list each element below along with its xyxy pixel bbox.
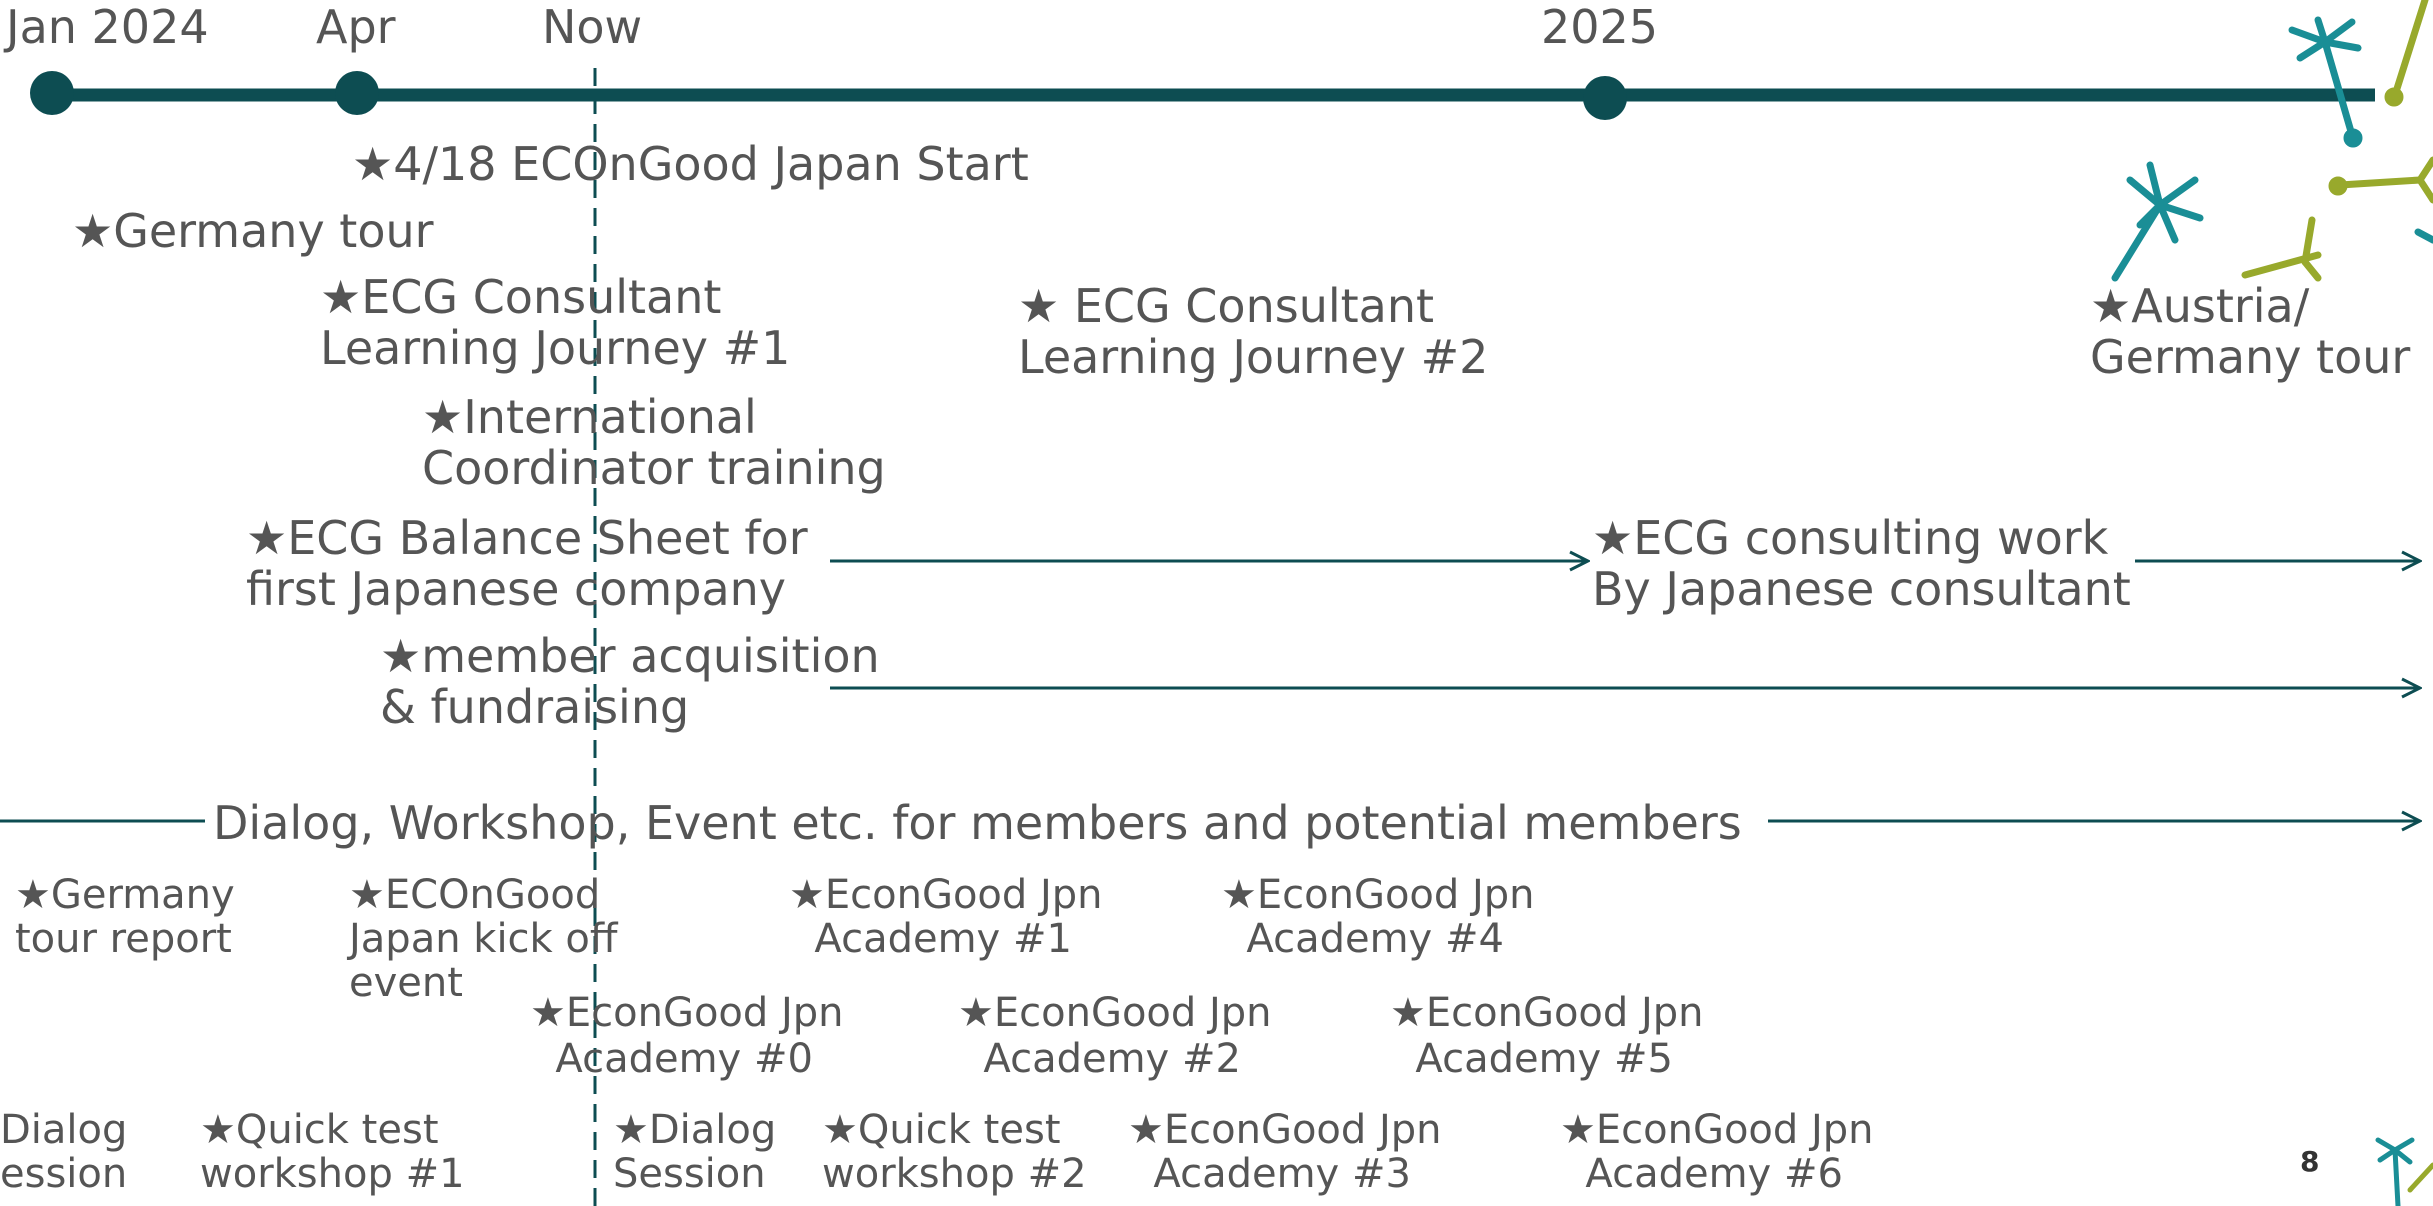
milestone-international-coordinator-training: ★International Coordinator training: [422, 390, 886, 495]
event-academy-5: ★EconGood Jpn Academy #5: [1390, 990, 1704, 1082]
event-academy-1: ★EconGood Jpn Academy #1: [789, 872, 1103, 962]
milestone-dialog-workshop: Dialog, Workshop, Event etc. for members…: [213, 796, 1742, 850]
milestone-balance-sheet: ★ECG Balance Sheet for first Japanese co…: [246, 511, 808, 616]
tick-label-jan-2024: Jan 2024: [6, 0, 209, 54]
timeline-dot-apr: [335, 71, 379, 115]
timeline-dot-2025: [1583, 76, 1627, 120]
tick-label-apr: Apr: [316, 0, 396, 54]
dandelion-seed-icon: [2407, 1162, 2433, 1193]
milestone-consulting-work: ★ECG consulting work By Japanese consult…: [1592, 511, 2131, 616]
timeline-dot-jan-2024: [30, 71, 74, 115]
tick-label-2025: 2025: [1541, 0, 1659, 54]
event-quick-test-1: ★Quick test workshop #1: [200, 1107, 465, 1197]
dandelion-seed-icon: [2288, 16, 2363, 148]
page-number: 8: [2300, 1145, 2320, 1178]
event-quick-test-2: ★Quick test workshop #2: [822, 1107, 1087, 1197]
milestone-consultant-learning-journey-1: ★ECG Consultant Learning Journey #1: [320, 270, 791, 375]
event-academy-6: ★EconGood Jpn Academy #6: [1560, 1107, 1874, 1197]
dandelion-seed-icon: [2241, 216, 2322, 282]
event-academy-3: ★EconGood Jpn Academy #3: [1128, 1107, 1442, 1197]
dandelion-seed-icon: [2328, 0, 2433, 204]
event-dialog-session: ★Dialog Session: [613, 1107, 777, 1197]
tick-label-now: Now: [542, 0, 643, 54]
milestone-germany-tour: ★Germany tour: [72, 204, 434, 258]
dandelion-seed-icon: [2111, 161, 2433, 282]
milestone-consultant-learning-journey-2: ★ ECG Consultant Learning Journey #2: [1018, 279, 1489, 384]
milestone-member-acquisition: ★member acquisition & fundraising: [380, 629, 880, 734]
event-kickoff: ★ECOnGood Japan kick off event: [349, 872, 618, 1006]
event-academy-0: ★EconGood Jpn Academy #0: [530, 990, 844, 1082]
milestone-austria-germany-tour: ★Austria/ Germany tour: [2090, 279, 2411, 384]
event-academy-4: ★EconGood Jpn Academy #4: [1221, 872, 1535, 962]
event-germany-tour-report: ★Germany tour report: [15, 872, 235, 962]
milestone-econgood-start: ★4/18 ECOnGood Japan Start: [352, 137, 1029, 191]
event-dialog-session-left: Dialog ession: [0, 1107, 128, 1197]
dandelion-seed-icon: [2375, 1137, 2415, 1206]
event-academy-2: ★EconGood Jpn Academy #2: [958, 990, 1272, 1082]
